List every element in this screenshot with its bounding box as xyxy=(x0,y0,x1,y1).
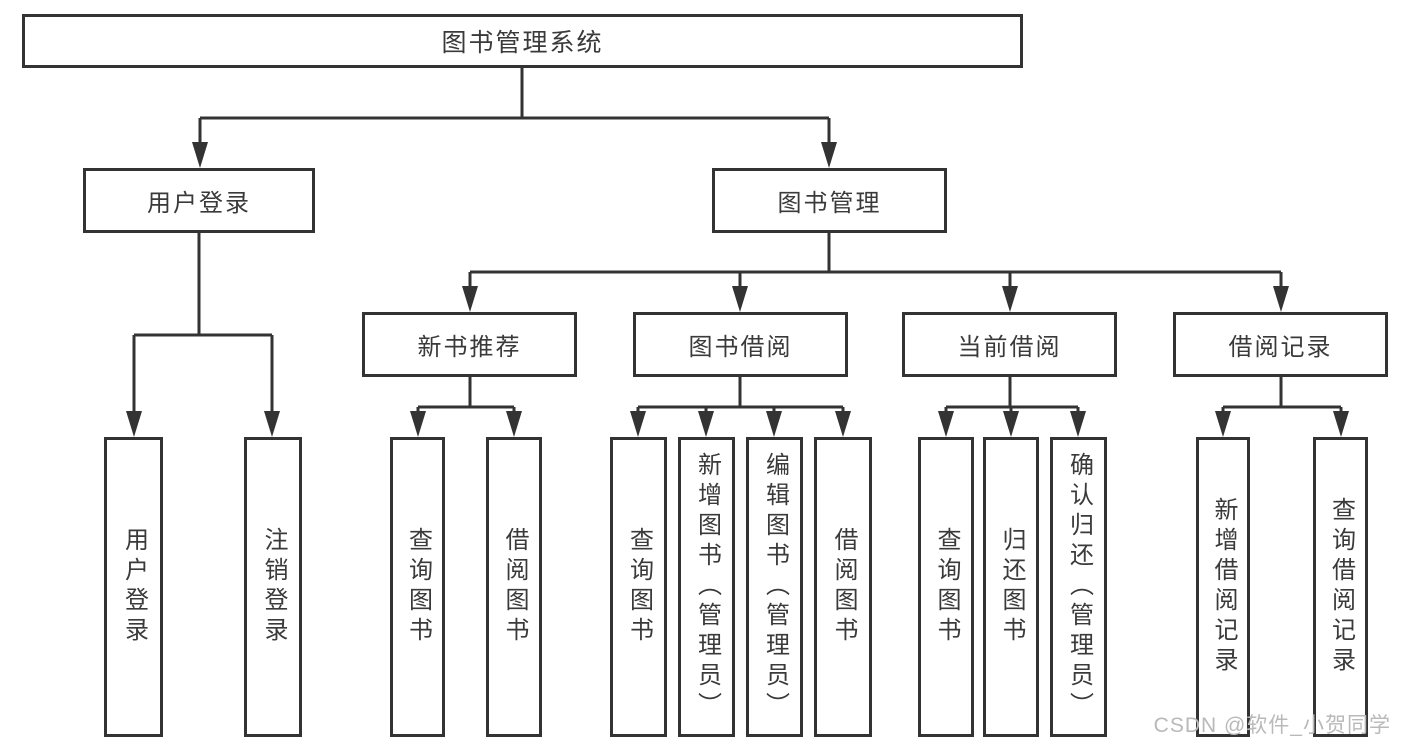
node-book-management: 图书管理 xyxy=(712,168,947,233)
leaf-query-books: 查询图书 xyxy=(610,437,667,737)
leaf-add-borrow-record: 新增借阅记录 xyxy=(1196,437,1250,737)
node-new-book-recommendation: 新书推荐 xyxy=(362,312,577,377)
leaf-query-books: 查询图书 xyxy=(390,437,445,737)
node-book-borrowing: 图书借阅 xyxy=(633,312,848,377)
leaf-add-books-admin: 新增图书（管理员） xyxy=(678,437,735,737)
node-user-login-group: 用户登录 xyxy=(83,168,315,233)
leaf-borrow-books: 借阅图书 xyxy=(486,437,542,737)
leaf-query-borrow-record: 查询借阅记录 xyxy=(1313,437,1368,737)
leaf-confirm-return-admin: 确认归还（管理员） xyxy=(1050,437,1107,737)
node-current-borrowing: 当前借阅 xyxy=(902,312,1117,377)
node-library-management-system: 图书管理系统 xyxy=(22,14,1023,68)
leaf-logout: 注销登录 xyxy=(244,437,302,737)
leaf-edit-books-admin: 编辑图书（管理员） xyxy=(746,437,803,737)
node-borrowing-records: 借阅记录 xyxy=(1173,312,1388,377)
leaf-query-books: 查询图书 xyxy=(918,437,974,737)
leaf-return-books: 归还图书 xyxy=(983,437,1039,737)
csdn-watermark: CSDN @软件_小贺同学 xyxy=(1153,714,1391,737)
leaf-user-login: 用户登录 xyxy=(104,437,163,737)
leaf-borrow-books: 借阅图书 xyxy=(814,437,872,737)
